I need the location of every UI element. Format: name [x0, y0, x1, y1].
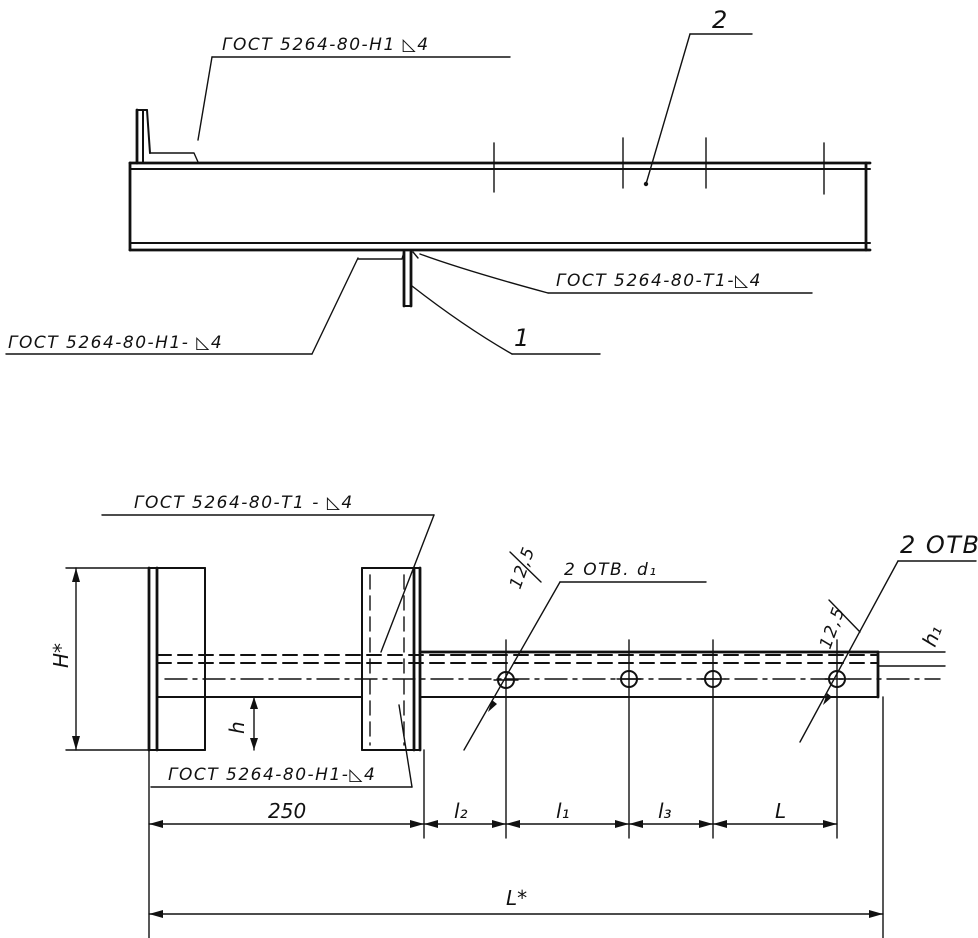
- chain-dimension: 250 l₂ l₁ l₃ L: [148, 799, 838, 828]
- bottom-view: 2 ОТВ. d₁ 12,5 2 ОТВ. d 12,5 h₁ ГОСТ 526…: [49, 493, 978, 938]
- dim-l3-label: l₃: [658, 799, 672, 823]
- dim-h: h: [225, 696, 258, 751]
- top-left-plate: [135, 108, 199, 165]
- dim-l2-label: l₂: [454, 799, 468, 823]
- weld-leader-bottom-bottom: ГОСТ 5264-80-Н1-◺4: [150, 704, 413, 788]
- weld-label-bottom-bottom: ГОСТ 5264-80-Н1-◺4: [168, 765, 376, 785]
- dim-l1-label: l₁: [556, 799, 570, 823]
- top-beam: [128, 161, 872, 252]
- dim-L-total: L*: [148, 886, 884, 918]
- dim-L-total-label: L*: [506, 886, 527, 910]
- dim-H: H*: [49, 567, 150, 751]
- roughness-left: 12,5: [506, 544, 540, 592]
- weld-label-bottom-right: ГОСТ 5264-80-Т1-◺4: [556, 271, 762, 291]
- holes-d1-label: 2 ОТВ. d₁: [564, 560, 658, 580]
- part-number-2: 2: [712, 6, 729, 34]
- left-end-plate: [147, 566, 206, 752]
- leader-holes-d: 2 ОТВ. d 12,5 h₁: [799, 531, 978, 743]
- leader-holes-d1: 2 ОТВ. d₁ 12,5: [463, 544, 707, 751]
- weld-leader-bottom-top: ГОСТ 5264-80-Т1 - ◺4: [101, 493, 435, 653]
- roughness-right: 12,5: [816, 604, 850, 652]
- dim-h1-label: h₁: [917, 622, 947, 650]
- top-view: ГОСТ 5264-80-Н1 ◺4 2 ГОСТ 5264-80-Т1-◺4 …: [5, 6, 872, 355]
- dim-L-label: L: [775, 799, 786, 823]
- bottom-rib: [357, 250, 419, 308]
- dim-250-label: 250: [268, 799, 306, 823]
- weld-leader-bottom-left: ГОСТ 5264-80-Н1- ◺4: [5, 257, 359, 355]
- weld-leader-top-left: ГОСТ 5264-80-Н1 ◺4: [197, 35, 511, 141]
- dim-h-label: h: [225, 721, 249, 734]
- callout-1: 1: [411, 285, 601, 355]
- weld-label-bottom-left: ГОСТ 5264-80-Н1- ◺4: [8, 333, 223, 353]
- holes-d-label: 2 ОТВ. d: [900, 531, 978, 559]
- dim-H-label: H*: [49, 643, 73, 668]
- weld-label-bottom-top: ГОСТ 5264-80-Т1 - ◺4: [134, 493, 354, 513]
- part-number-1: 1: [514, 324, 531, 352]
- channel-body: [156, 650, 946, 699]
- extension-lines: [148, 639, 884, 938]
- weld-label-top-left: ГОСТ 5264-80-Н1 ◺4: [222, 35, 430, 55]
- hole-ticks: [493, 137, 825, 195]
- weld-leader-bottom-right: ГОСТ 5264-80-Т1-◺4: [419, 253, 813, 294]
- middle-plate: [361, 566, 422, 752]
- callout-2: 2: [643, 6, 753, 187]
